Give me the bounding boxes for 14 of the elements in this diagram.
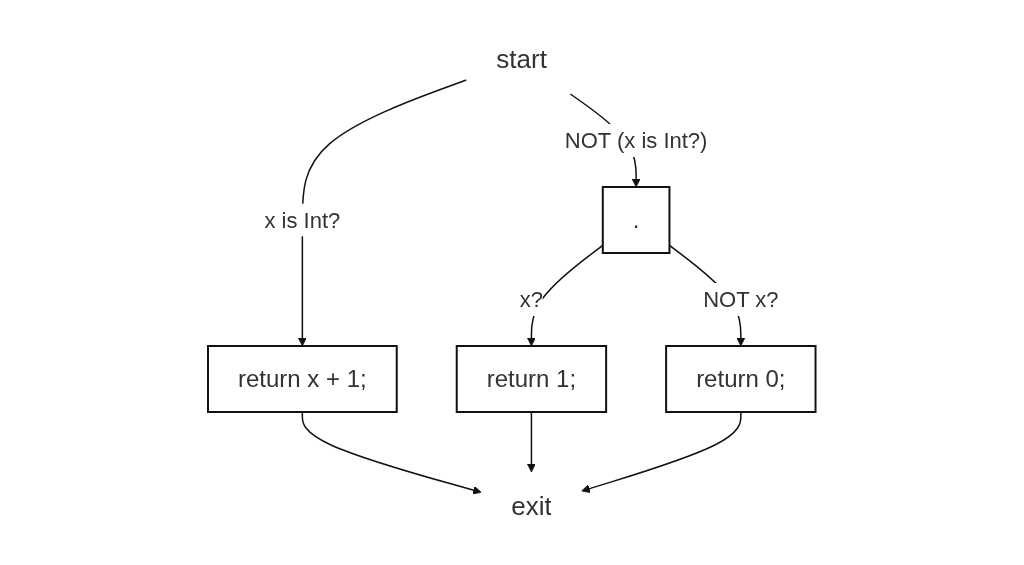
node-box: return 1; [455,344,608,413]
edge-label: NOT x? [703,286,779,312]
edge-label: x? [520,286,544,312]
arrow [301,410,482,494]
node-text: start [496,43,548,74]
arrow [298,78,468,346]
node-box: return x + 1; [207,344,398,413]
node-box: . [602,185,671,254]
node-box: return 0; [665,344,817,413]
node-text: exit [511,490,552,521]
arrow [581,410,742,493]
edge-label: x is Int? [264,207,341,232]
edge-label: NOT (x is Int?) [565,127,708,153]
arrow [527,410,537,472]
